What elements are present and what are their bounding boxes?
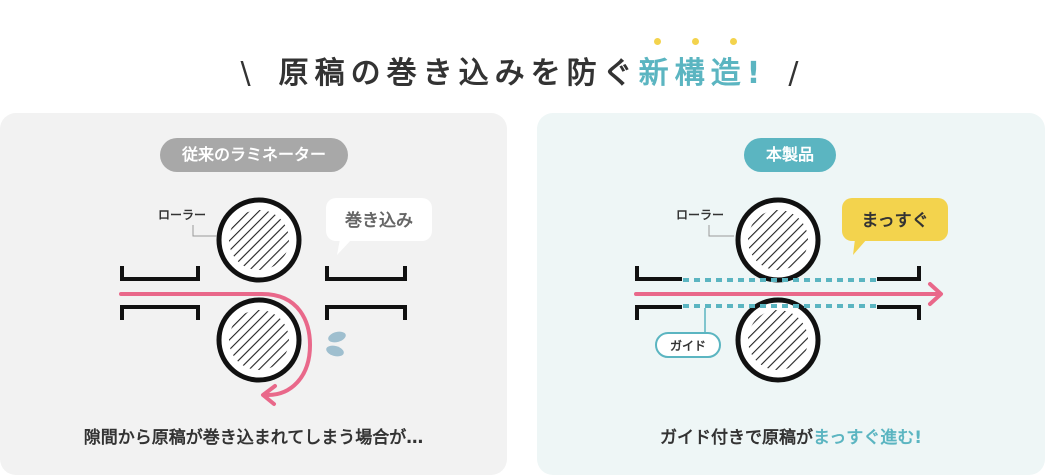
emphasis-dots — [639, 38, 753, 45]
arrow-head — [928, 282, 943, 306]
roller-bottom — [216, 297, 302, 383]
conventional-panel: ローラー 巻き込み 従来のラミネーター 隙間から原稿が巻き込まれてしまう場合が… — [0, 113, 507, 475]
slash-right: / — [788, 56, 805, 91]
headline-highlight: 新構造! — [639, 38, 767, 91]
headline: \ 原稿の巻き込みを防ぐ新構造! / — [0, 38, 1045, 92]
product-diagram: ローラー ガイド まっすぐ — [634, 197, 948, 383]
svg-text:巻き込み: 巻き込み — [344, 210, 413, 231]
roller-leader-line — [192, 225, 217, 237]
slash-left: \ — [240, 56, 257, 91]
guide-brackets — [120, 266, 407, 320]
product-panel: ローラー ガイド まっすぐ 本製品 ガイド付きで原稿がまっすぐ進む! — [537, 113, 1045, 475]
guide-label: ガイド — [655, 332, 721, 358]
speech-bubble: まっすぐ — [842, 198, 948, 255]
conventional-caption: 隙間から原稿が巻き込まれてしまう場合が… — [83, 428, 424, 448]
roller-label: ローラー — [158, 208, 206, 222]
roller-label: ローラー — [676, 208, 724, 222]
wrap-arrow — [119, 292, 313, 397]
svg-text:まっすぐ: まっすぐ — [861, 211, 928, 231]
roller-top — [216, 197, 302, 283]
roller-leader-line — [708, 225, 734, 237]
conventional-diagram: ローラー 巻き込み — [119, 197, 432, 406]
arrow-head — [261, 384, 277, 406]
headline-main: 原稿の巻き込みを防ぐ — [278, 56, 639, 91]
roller-top — [735, 197, 821, 283]
product-badge: 本製品 — [743, 138, 837, 172]
roller-bottom — [735, 297, 821, 383]
svg-text:ガイド: ガイド — [670, 338, 706, 353]
conventional-badge: 従来のラミネーター — [159, 138, 349, 172]
product-caption: ガイド付きで原稿がまっすぐ進む! — [659, 428, 923, 448]
sweat-drops-icon — [326, 331, 346, 357]
speech-bubble: 巻き込み — [326, 198, 432, 255]
guide-brackets — [635, 266, 921, 320]
